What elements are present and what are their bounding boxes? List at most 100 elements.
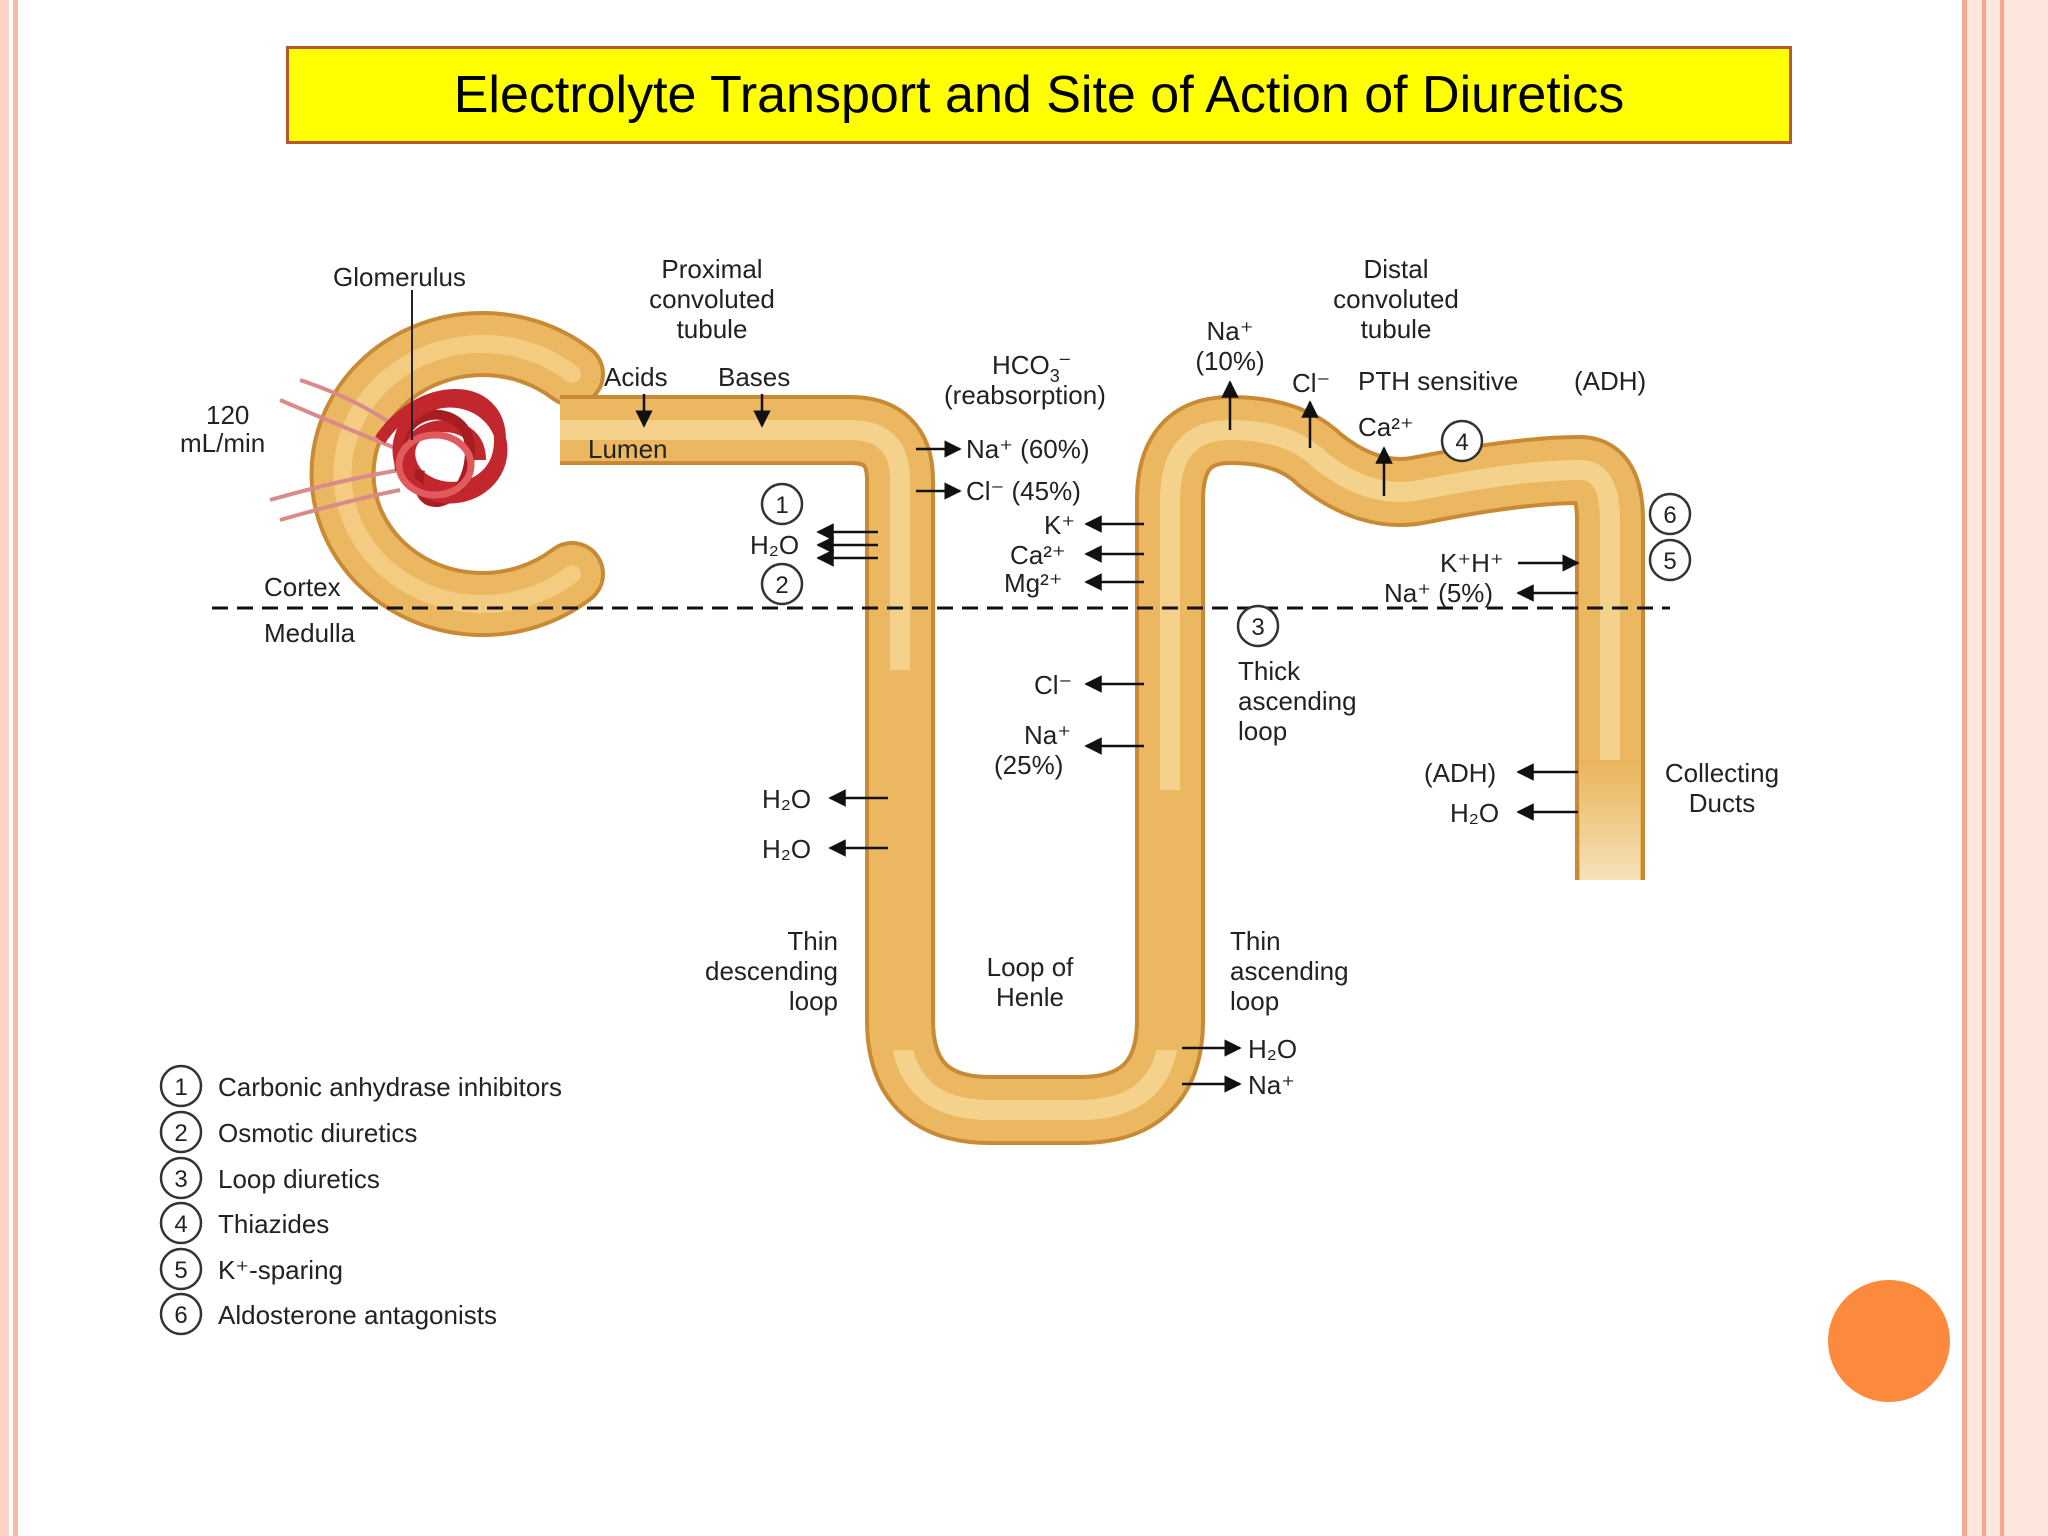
adh2-label: (ADH): [1424, 758, 1496, 788]
site-6-marker: [1648, 492, 1692, 536]
thick-label-line2: ascending: [1238, 686, 1357, 716]
right-border-line: [2000, 0, 2004, 1536]
thick-label-line3: loop: [1238, 716, 1287, 746]
site-5-marker: [1648, 538, 1692, 582]
reabsorption-label: (reabsorption): [944, 380, 1106, 410]
lumen-label: Lumen: [588, 434, 668, 464]
legend-number-circle: [159, 1110, 203, 1154]
site-1-number: 1: [775, 492, 788, 519]
mg-label: Mg²⁺: [1004, 568, 1063, 598]
cl45-label: Cl⁻ (45%): [966, 476, 1081, 506]
pct-label-line2: convoluted: [649, 284, 775, 314]
h2o-cd-label: H₂O: [1450, 798, 1499, 828]
thick-label-line1: Thick: [1238, 656, 1301, 686]
legend-item: 1 Carbonic anhydrase inhibitors: [159, 1064, 562, 1108]
legend-label: Loop diuretics: [218, 1164, 380, 1194]
right-border-band: [1962, 0, 2048, 1536]
thin-desc-line3: loop: [789, 986, 838, 1016]
legend-label: Aldosterone antagonists: [218, 1300, 497, 1330]
legend-label: Osmotic diuretics: [218, 1118, 417, 1148]
legend-label: K⁺-sparing: [218, 1255, 343, 1285]
site-5-number: 5: [1663, 548, 1676, 575]
kh-label: K⁺H⁺: [1440, 548, 1504, 578]
na60-label: Na⁺ (60%): [966, 434, 1090, 464]
legend-number: 1: [174, 1074, 187, 1101]
site-1-marker: [760, 482, 804, 526]
thin-asc-line2: ascending: [1230, 956, 1349, 986]
left-border-stripe: [0, 0, 9, 1536]
legend-label: Thiazides: [218, 1209, 329, 1239]
collecting-label-line1: Collecting: [1665, 758, 1779, 788]
bases-label: Bases: [718, 362, 790, 392]
bowmans-capsule: [309, 311, 605, 637]
thin-asc-line1: Thin: [1230, 926, 1281, 956]
adh-label: (ADH): [1574, 366, 1646, 396]
cortex-label: Cortex: [264, 572, 341, 602]
legend-label: Carbonic anhydrase inhibitors: [218, 1072, 562, 1102]
dct-label-line1: Distal: [1363, 254, 1428, 284]
dct-label-line2: convoluted: [1333, 284, 1459, 314]
legend-number: 5: [174, 1257, 187, 1284]
legend-number-circle: [159, 1201, 203, 1245]
pct-label-line1: Proximal: [661, 254, 762, 284]
legend-item: 5 K⁺-sparing: [159, 1247, 343, 1291]
na25-label-b: (25%): [994, 750, 1063, 780]
right-border-line: [1962, 0, 1967, 1536]
site-4-number: 4: [1455, 429, 1468, 456]
gfr-unit: mL/min: [180, 428, 265, 458]
nephron-tubule: [560, 395, 1645, 1145]
pth-label: PTH sensitive: [1358, 366, 1518, 396]
legend-item: 2 Osmotic diuretics: [159, 1110, 417, 1154]
thin-asc-line3: loop: [1230, 986, 1279, 1016]
na5-label: Na⁺ (5%): [1384, 578, 1493, 608]
site-6-number: 6: [1663, 502, 1676, 529]
gfr-value: 120: [206, 400, 249, 430]
h2o-pct-label: H₂O: [750, 530, 799, 560]
legend-number-circle: [159, 1247, 203, 1291]
thin-desc-line2: descending: [705, 956, 838, 986]
slide-title: Electrolyte Transport and Site of Action…: [453, 66, 1625, 124]
legend-number: 2: [174, 1120, 187, 1147]
na10-label-a: Na⁺: [1207, 316, 1254, 346]
cl-thick-label: Cl⁻: [1034, 670, 1072, 700]
h2o-thin2-label: H₂O: [762, 834, 811, 864]
loop-henle-line1: Loop of: [987, 952, 1075, 982]
left-border-stripe-inner: [13, 0, 18, 1536]
legend-number-circle: [159, 1064, 203, 1108]
na-asc-label: Na⁺: [1248, 1070, 1295, 1100]
legend-number-circle: [159, 1292, 203, 1336]
h2o-thin1-label: H₂O: [762, 784, 811, 814]
cl-dct-label: Cl⁻: [1292, 368, 1330, 398]
slide-title-box: Electrolyte Transport and Site of Action…: [286, 46, 1792, 144]
hco3-label: HCO3–: [992, 348, 1070, 386]
glomerulus-label: Glomerulus: [333, 262, 466, 292]
pct-label-line3: tubule: [677, 314, 748, 344]
legend-number: 3: [174, 1166, 187, 1193]
loop-henle-line2: Henle: [996, 982, 1064, 1012]
legend-number: 4: [174, 1211, 187, 1238]
legend: 1 Carbonic anhydrase inhibitors 2 Osmoti…: [159, 1064, 562, 1336]
site-4-marker: [1440, 419, 1484, 463]
k-label: K⁺: [1044, 510, 1075, 540]
site-3-marker: [1236, 604, 1280, 648]
legend-number: 6: [174, 1302, 187, 1329]
site-2-marker: [760, 562, 804, 606]
dct-label-line3: tubule: [1361, 314, 1432, 344]
decorative-orange-circle: [1828, 1280, 1950, 1402]
site-2-number: 2: [775, 572, 788, 599]
legend-number-circle: [159, 1156, 203, 1200]
site-3-number: 3: [1251, 614, 1264, 641]
thin-desc-line1: Thin: [787, 926, 838, 956]
ca2-label: Ca²⁺: [1358, 412, 1414, 442]
ca-label: Ca²⁺: [1010, 540, 1066, 570]
right-border-line: [1982, 0, 1986, 1536]
legend-item: 6 Aldosterone antagonists: [159, 1292, 497, 1336]
h2o-asc-label: H₂O: [1248, 1034, 1297, 1064]
legend-item: 3 Loop diuretics: [159, 1156, 380, 1200]
acids-label: Acids: [604, 362, 668, 392]
collecting-label-line2: Ducts: [1689, 788, 1755, 818]
medulla-label: Medulla: [264, 618, 356, 648]
glomerulus-capillaries: [269, 378, 508, 522]
na25-label-a: Na⁺: [1024, 720, 1071, 750]
